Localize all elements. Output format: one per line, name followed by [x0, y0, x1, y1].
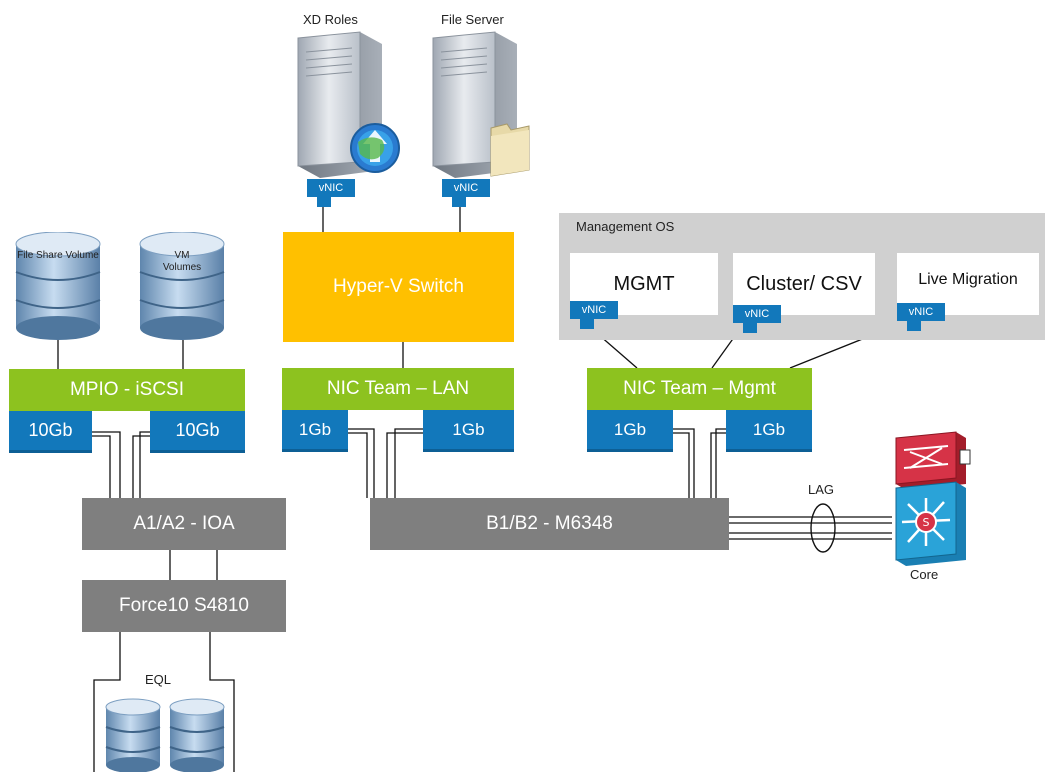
file-server-vnic: vNIC	[442, 179, 490, 207]
lag-label: LAG	[808, 482, 835, 497]
eql-label: EQL	[139, 672, 178, 687]
file-share-volume-icon	[15, 232, 101, 340]
management-os-panel: Management OS MGMT Cluster/ CSV Live Mig…	[559, 213, 1045, 340]
xd-roles-server-icon	[297, 31, 400, 178]
hyperv-switch: Hyper-V Switch	[283, 232, 514, 342]
xd-roles-vnic: vNIC	[307, 179, 355, 207]
file-server-icon	[432, 31, 530, 178]
mpio-nic-right: 10Gb	[150, 411, 245, 453]
mpio-nic-left: 10Gb	[9, 411, 92, 453]
lan-nic-left: 1Gb	[282, 410, 348, 452]
xd-roles-label: XD Roles	[303, 12, 358, 27]
mgmt-nic-left: 1Gb	[587, 410, 673, 452]
ioa-switch: A1/A2 - IOA	[82, 498, 286, 550]
mgmt-box: MGMT	[570, 253, 718, 315]
nic-team-lan-box: NIC Team – LAN	[282, 368, 514, 410]
live-migration-vnic: vNIC	[897, 303, 945, 331]
nic-team-mgmt-box: NIC Team – Mgmt	[587, 368, 812, 410]
mpio-iscsi-box: MPIO - iSCSI	[9, 369, 245, 411]
core-label: Core	[910, 567, 939, 582]
cluster-csv-box: Cluster/ CSV	[733, 253, 875, 315]
mgmt-nic-right: 1Gb	[726, 410, 812, 452]
vm-volumes-icon	[139, 232, 225, 340]
eql-storage-icon	[105, 698, 225, 772]
file-server-label: File Server	[441, 12, 504, 27]
vm-volumes-label: VM Volumes	[162, 250, 202, 273]
mgmt-vnic: vNIC	[570, 301, 618, 329]
management-os-title: Management OS	[576, 219, 675, 234]
file-share-volume-label: File Share Volume	[17, 250, 99, 261]
core-switch-icon: S	[895, 431, 971, 566]
svg-text:S: S	[923, 516, 930, 529]
cluster-vnic: vNIC	[733, 305, 781, 333]
m6348-switch: B1/B2 - M6348	[370, 498, 729, 550]
force10-switch: Force10 S4810	[82, 580, 286, 632]
lan-nic-right: 1Gb	[423, 410, 514, 452]
